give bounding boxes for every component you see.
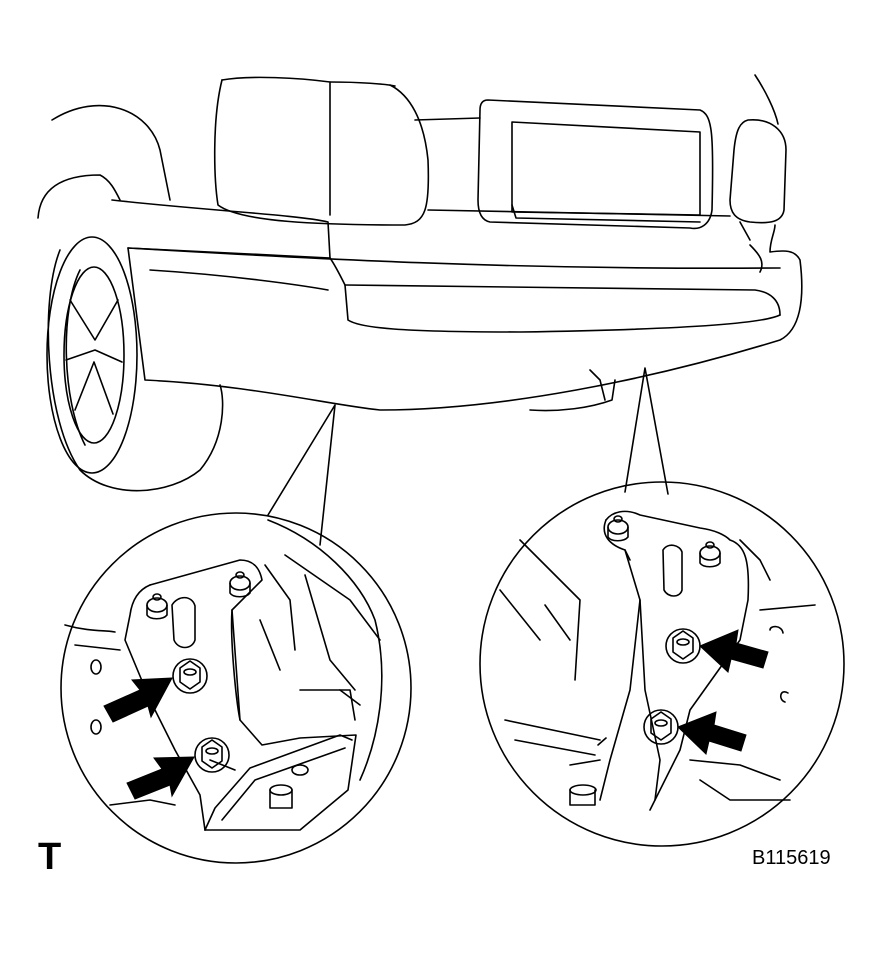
corner-label: T: [38, 836, 62, 878]
arrow-icon: [104, 678, 172, 722]
detail-callout-left: [61, 405, 411, 863]
nut-icon: [230, 572, 250, 597]
tail-lamp: [730, 75, 786, 240]
bolt-icon: [666, 629, 700, 663]
bolt-icon: [644, 710, 678, 744]
rear-bumper: [128, 225, 802, 410]
figure-id: B115619: [752, 847, 831, 869]
license-plate-recess: [478, 100, 713, 228]
bolt-icon: [195, 738, 229, 772]
rear-wheel: [47, 237, 223, 491]
nut-icon: [608, 516, 628, 541]
arrow-icon: [127, 757, 194, 799]
arrow-icon: [700, 630, 768, 672]
nut-icon: [700, 542, 720, 567]
detail-callout-right: [480, 368, 844, 846]
nut-icon: [147, 594, 167, 619]
arrow-icon: [678, 712, 746, 754]
bolt-icon: [173, 659, 207, 693]
vehicle-rear: [38, 75, 802, 491]
